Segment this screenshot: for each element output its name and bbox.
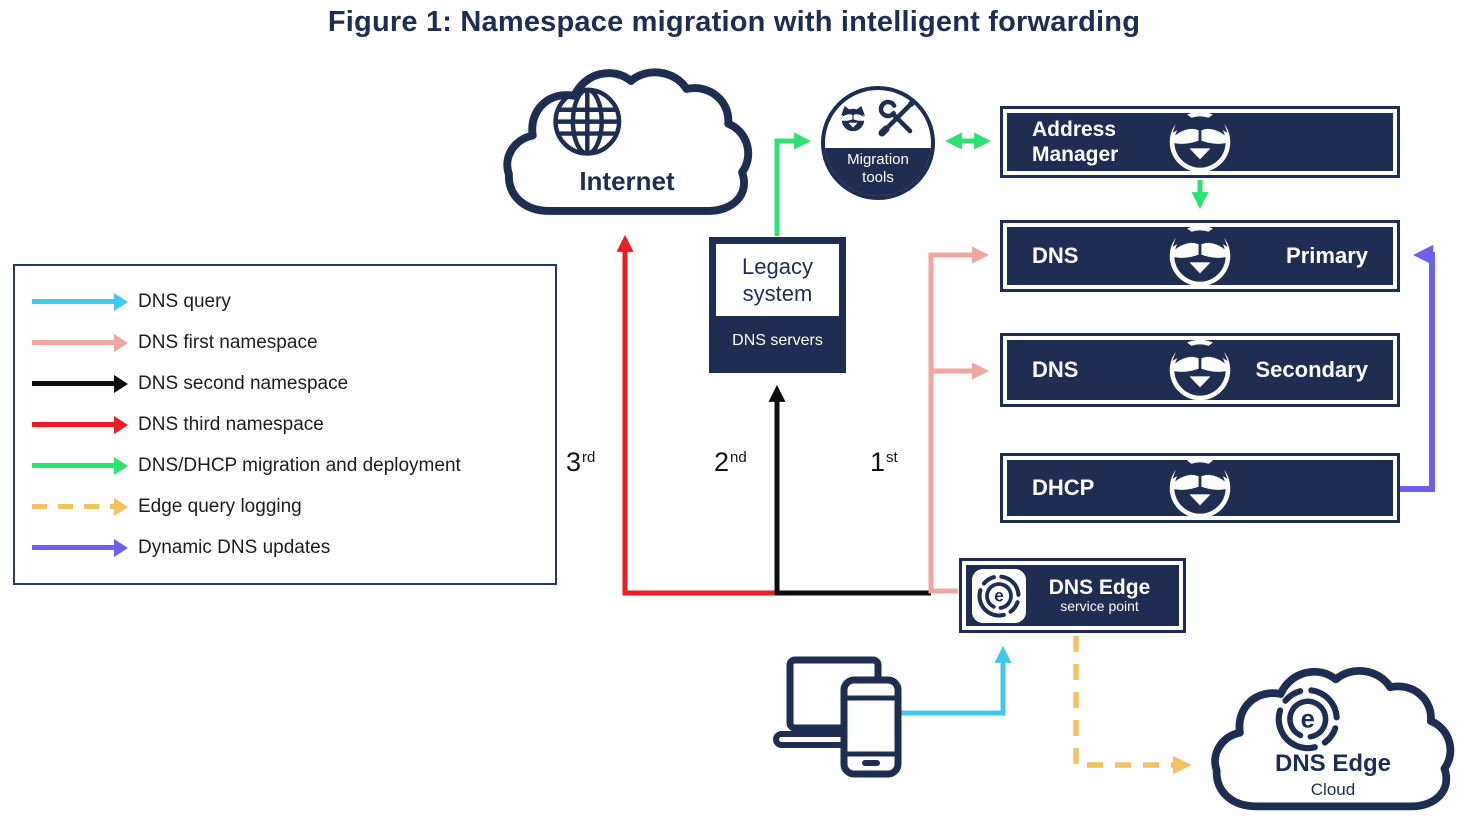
dhcp-label: DHCP	[1032, 475, 1095, 500]
laptop-icon	[773, 656, 882, 748]
legend-arrow-third-namespace-icon	[32, 415, 128, 434]
dns-edge-logo-icon	[975, 572, 1023, 620]
order-second-number: 2	[714, 447, 730, 477]
legend-item-edge-query-logging: Edge query logging	[15, 486, 555, 527]
legend: DNS query DNS first namespace DNS second…	[13, 264, 557, 585]
legend-label: DNS/DHCP migration and deployment	[138, 454, 461, 476]
internet-cloud-icon	[498, 56, 756, 228]
legend-arrow-dns-query-icon	[32, 292, 128, 311]
address-manager-node: Address Manager	[1000, 106, 1400, 178]
migration-tools-line1: Migration	[847, 150, 909, 168]
legend-label: Edge query logging	[138, 495, 302, 517]
figure-title: Figure 1: Namespace migration with intel…	[327, 6, 1141, 38]
dns-edge-service-point-node: DNS Edge service point	[959, 558, 1186, 633]
order-label-third: 3rd	[566, 447, 595, 478]
dns-edge-cloud-title: DNS Edge	[1274, 750, 1391, 777]
migration-tools-icons	[839, 98, 917, 137]
legend-arrow-edge-logging-icon	[32, 497, 128, 516]
bluecat-logo-icon	[1169, 113, 1231, 171]
bluecat-logo-icon	[839, 106, 867, 134]
arrow-dhcp-to-dns-primary	[1400, 244, 1435, 492]
legend-arrow-second-namespace-icon	[32, 374, 128, 393]
order-label-second: 2nd	[714, 447, 747, 478]
address-manager-label: Address Manager	[1032, 117, 1118, 167]
legend-item-dns-first-namespace: DNS first namespace	[15, 322, 555, 363]
dns-primary-node: DNS Primary	[1000, 220, 1400, 292]
order-third-number: 3	[566, 447, 582, 477]
order-first-number: 1	[870, 447, 886, 477]
legacy-system-node: Legacy system DNS servers	[709, 237, 846, 373]
migration-tools-node: Migration tools	[821, 86, 935, 200]
address-manager-line1: Address	[1032, 117, 1117, 141]
legend-arrow-migration-icon	[32, 456, 128, 475]
dhcp-node: DHCP	[1000, 453, 1400, 523]
migration-tools-line2: tools	[862, 169, 894, 187]
arrow-service-point-to-edge-cloud	[1073, 636, 1192, 775]
migration-tools-band	[825, 148, 931, 196]
dns-primary-right-label: Primary	[1286, 243, 1368, 268]
dns-primary-left-label: DNS	[1032, 243, 1079, 268]
legend-label: DNS query	[138, 290, 231, 312]
legacy-system-title: Legacy system	[716, 244, 839, 316]
arrow-dns-second-namespace	[768, 384, 931, 596]
internet-label: Internet	[579, 166, 675, 196]
legend-arrow-first-namespace-icon	[32, 333, 128, 352]
order-label-first: 1st	[870, 447, 898, 478]
globe-icon	[553, 87, 622, 156]
legend-label: Dynamic DNS updates	[138, 536, 331, 558]
arrow-legacy-to-migration-tools	[774, 132, 812, 236]
dns-edge-subtitle: service point	[1060, 598, 1139, 615]
order-first-suffix: st	[886, 449, 898, 466]
order-third-suffix: rd	[582, 449, 596, 466]
order-second-suffix: nd	[730, 449, 747, 466]
legend-arrow-dynamic-dns-icon	[32, 538, 128, 557]
client-devices-icon	[773, 656, 902, 778]
smartphone-icon	[840, 676, 902, 778]
arrow-client-to-service-point	[901, 645, 1012, 716]
migration-tools-label: Migration tools	[825, 151, 931, 189]
bluecat-logo-icon	[1169, 460, 1231, 516]
bluecat-logo-icon	[1169, 227, 1231, 285]
dns-secondary-right-label: Secondary	[1255, 357, 1369, 382]
legend-item-dynamic-dns-updates: Dynamic DNS updates	[15, 527, 555, 568]
address-manager-line2: Manager	[1032, 143, 1119, 166]
dns-secondary-node: DNS Secondary	[1000, 333, 1400, 407]
legend-item-migration-deployment: DNS/DHCP migration and deployment	[15, 445, 555, 486]
arrow-dns-first-namespace-primary	[928, 246, 990, 594]
legend-label: DNS first namespace	[138, 331, 318, 353]
dns-edge-cloud-subtitle: Cloud	[1310, 780, 1356, 799]
dns-edge-service-point-label: DNS Edge service point	[1026, 576, 1173, 614]
dns-edge-logo-badge	[972, 568, 1026, 623]
legend-item-dns-second-namespace: DNS second namespace	[15, 363, 555, 404]
dns-secondary-left-label: DNS	[1032, 357, 1079, 382]
legend-item-dns-third-namespace: DNS third namespace	[15, 404, 555, 445]
bluecat-logo-icon	[1169, 340, 1231, 400]
legend-label: DNS second namespace	[138, 372, 349, 394]
legacy-system-subtitle: DNS servers	[732, 332, 823, 349]
dns-edge-title: DNS Edge	[1048, 576, 1151, 600]
legend-item-dns-query: DNS query	[15, 281, 555, 322]
legend-label: DNS third namespace	[138, 413, 324, 435]
tools-icon	[878, 98, 917, 137]
dns-edge-logo-icon	[1269, 680, 1347, 758]
